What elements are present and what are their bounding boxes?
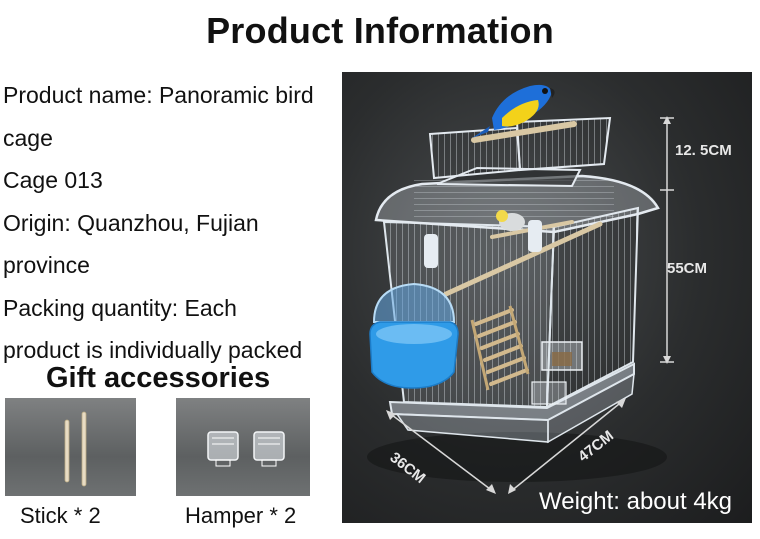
- info-line: Cage 013: [3, 167, 103, 193]
- dimension-height-label: 55CM: [667, 260, 708, 277]
- product-photo: 12. 5CM 55CM 36CM 47CM Weight: about 4kg: [342, 72, 752, 523]
- info-line: province: [3, 252, 90, 278]
- blue-feeder-icon: [369, 282, 459, 389]
- info-line: Packing quantity: Each: [3, 294, 237, 321]
- stick-thumbnail: [5, 398, 136, 496]
- gift-accessories-title: Gift accessories: [46, 362, 271, 394]
- hamper-icon: [207, 431, 285, 467]
- product-info: Product name: Panoramic bird cage Cage 0…: [3, 74, 338, 372]
- dimension-top-label: 12. 5CM: [675, 142, 732, 159]
- weight-label: Weight: about 4kg: [539, 488, 733, 515]
- info-line: Origin: Quanzhou, Fujian: [3, 209, 259, 236]
- parrot-icon: [472, 84, 555, 138]
- hamper-caption: Hamper * 2: [185, 503, 297, 528]
- bird-cage-illustration: [367, 84, 674, 494]
- info-line: Product name: Panoramic bird: [3, 82, 314, 108]
- page-title: Product Information: [206, 10, 554, 51]
- hamper-thumbnail: [176, 398, 310, 496]
- stick-icon: [64, 411, 87, 487]
- info-line: cage: [3, 124, 53, 151]
- stick-caption: Stick * 2: [20, 503, 101, 528]
- info-line: product is individually packed: [3, 337, 303, 363]
